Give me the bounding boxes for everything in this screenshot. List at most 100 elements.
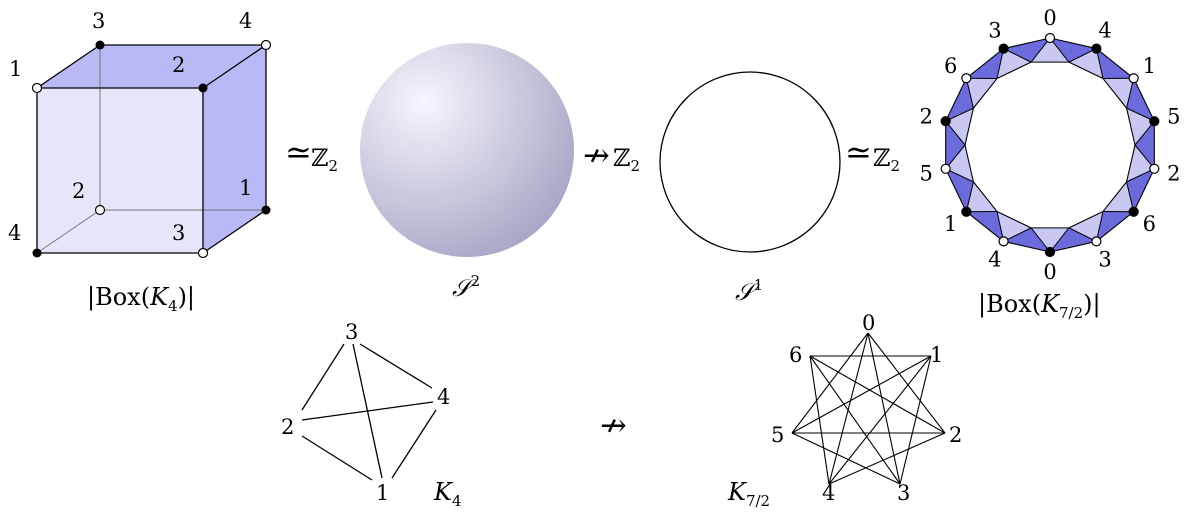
ring-outer-edge (1096, 211, 1134, 242)
k72-graph: 0 1 2 3 4 5 6 K7/2 (727, 311, 962, 510)
ring-cross-edge (1126, 168, 1155, 183)
ring-cross-edge (1068, 227, 1097, 242)
k72-edge (828, 432, 946, 485)
k72-edges (791, 332, 946, 485)
ring-band-light (1102, 78, 1134, 109)
ring-vertex-filled (1149, 116, 1160, 127)
cube-vertex-filled (32, 248, 42, 258)
ring-outer-edge (1133, 168, 1155, 212)
ring-cross-edge (1003, 227, 1032, 242)
ring-outer-edge (1133, 78, 1155, 122)
ring-band-light (966, 78, 998, 109)
ring-cross-edge (1126, 181, 1135, 212)
ring-inner-edge (996, 210, 1032, 229)
ring-band-light (1068, 48, 1103, 79)
relation-no-map-1: ↛ ℤ2 (583, 136, 640, 175)
ring-vertex-filled (1128, 206, 1139, 217)
cube-vertex-label: 2 (72, 179, 85, 203)
k72-edge (791, 332, 869, 434)
ring-cross-edge (996, 48, 1005, 79)
k4-edge (301, 401, 434, 421)
ring-cross-edge (1030, 227, 1051, 253)
cube-vertex-open (197, 247, 209, 259)
sphere-label: 𝒮2 (452, 272, 480, 302)
k72-edge (791, 355, 932, 434)
k4-graph: 3 4 1 2 K4 (281, 320, 461, 510)
k4-vertex-label: 2 (281, 415, 294, 439)
cube-bottom-right-edge (202, 209, 267, 254)
no-map-symbol-bottom: ↛ (600, 406, 627, 444)
ring-band-light (1068, 211, 1103, 242)
ring-vertex-filled (1044, 246, 1056, 258)
ring-band-dark (1126, 78, 1155, 122)
ring-cross-edge (1068, 48, 1097, 63)
cube-caption: |Box(K4)| (87, 283, 195, 315)
ring-vertex-open (1149, 163, 1160, 174)
k72-edge (809, 355, 901, 485)
ring-vertex-label: 0 (1043, 6, 1056, 30)
k72-edge (809, 355, 946, 434)
circle-shape (659, 71, 841, 253)
equivalence-symbol: ≃ (285, 133, 312, 171)
ring-vertex-open (1044, 32, 1056, 44)
k72-edge (867, 332, 946, 434)
ring-vertex-label: 6 (944, 54, 957, 78)
ring-cross-edge (1095, 211, 1104, 242)
ring-vertex-open (940, 163, 951, 174)
group-label: ℤ2 (873, 144, 900, 175)
ring-band-dark (945, 78, 974, 122)
cube-vertex-open (94, 204, 106, 216)
ring-bands (945, 38, 1155, 252)
k4-name: K4 (433, 478, 461, 510)
ring-outer-edge (945, 78, 967, 122)
ring-band-light (997, 48, 1032, 79)
k72-edge (791, 432, 901, 485)
ring-cross-edge (945, 168, 974, 183)
cube-vertex-label: 3 (92, 9, 105, 33)
ring-cross-edge (965, 78, 974, 109)
ring-vertex-filled (961, 206, 972, 217)
k4-vertex-label: 4 (437, 385, 450, 409)
ring-band-light (1031, 38, 1069, 63)
ring-cross-edge (945, 144, 966, 170)
ring-vertex-label: 4 (1098, 19, 1111, 43)
ring-vertex-label: 5 (1167, 105, 1180, 129)
ring-vertex-filled (940, 116, 951, 127)
k4-edge (301, 343, 345, 411)
cube-vertex-filled (261, 205, 271, 215)
cube-vertex-label: 4 (239, 9, 252, 33)
cube-top-outline (36, 44, 269, 89)
ring-cross-edge (1049, 37, 1070, 63)
ring-band-light (1126, 145, 1155, 182)
ring-vertex-open (1091, 236, 1102, 247)
ring-inner-edge (964, 144, 974, 183)
ring-band-light (1031, 227, 1069, 252)
k4-edge (391, 409, 437, 479)
ring-vertex-label: 1 (944, 212, 957, 236)
circle-label: 𝒮1 (735, 276, 763, 306)
k72-edge (809, 355, 830, 485)
ring-vertex-label: 5 (919, 161, 932, 185)
k72-edge (828, 355, 932, 485)
circle-s1: 𝒮1 (659, 71, 841, 306)
ring-inner-edge (1102, 181, 1128, 212)
ring-vertex-filled (998, 43, 1009, 54)
k72-vertex-label: 3 (897, 481, 910, 505)
ring-cross-edge (1126, 78, 1135, 109)
k72-vertex-label: 1 (930, 343, 943, 367)
relation-equivalence-1: ≃ ℤ2 (285, 133, 338, 175)
ring-band-dark (945, 168, 974, 212)
cube-hidden-edge (36, 209, 101, 254)
k72-edge (899, 355, 932, 485)
ring-outer-edge (966, 211, 1004, 242)
ring-cross-edge (945, 107, 974, 122)
ring-vertex-label: 2 (1167, 161, 1180, 185)
group-label: ℤ2 (311, 144, 338, 175)
ring-outer-edge (1049, 37, 1097, 50)
ring-outer-edge (966, 48, 1004, 79)
ring-vertex-filled (1091, 43, 1102, 54)
ring-outer-edge (1049, 240, 1097, 253)
relation-equivalence-2: ≃ ℤ2 (845, 133, 900, 175)
cube-vertex-filled (198, 83, 208, 93)
k4-vertex-label: 1 (376, 481, 389, 505)
